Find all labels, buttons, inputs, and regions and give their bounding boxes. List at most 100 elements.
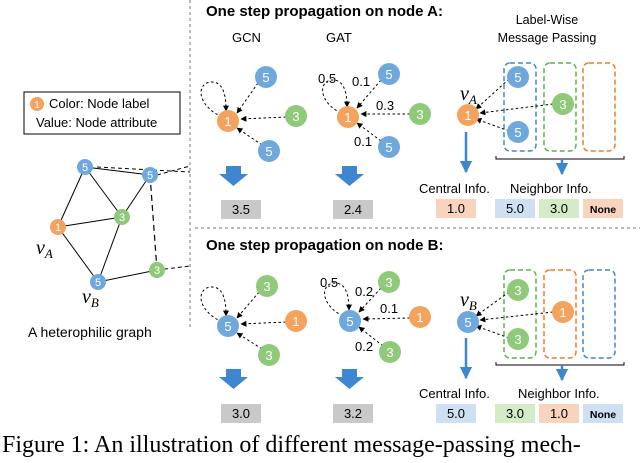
gcn-label: GCN (232, 30, 261, 45)
message-edge (358, 287, 382, 313)
message-edge (240, 320, 287, 327)
neighbor-info-label-b: Neighbor Info. (518, 386, 600, 401)
graph-edge (84, 166, 151, 176)
svg-text:1: 1 (344, 110, 351, 125)
gcn-result-a: 3.5 (232, 202, 250, 217)
gat-result-b: 3.2 (344, 406, 362, 421)
svg-text:5: 5 (82, 162, 88, 174)
svg-text:3: 3 (385, 275, 392, 290)
attention-weight: 0.5 (320, 275, 338, 290)
gat-graph-b: 3 1 3 5 0.5 0.2 0.1 0.2 (320, 271, 431, 363)
group-box-blue (582, 269, 616, 359)
center-node-label: vB (460, 289, 477, 313)
svg-text:5: 5 (385, 140, 392, 155)
graph-caption: A heterophilic graph (28, 324, 152, 340)
message-edge (475, 325, 510, 339)
svg-text:5: 5 (385, 67, 392, 82)
gcn-result-a-cell (221, 200, 261, 219)
central-info-b: 5.0 (447, 406, 465, 421)
message-edge (356, 122, 382, 142)
graph-edge (97, 269, 158, 283)
neighbor-node (552, 301, 574, 323)
lw-label-1: Label-Wise (516, 13, 579, 27)
gat-label: GAT (326, 30, 352, 45)
neighbor-node (507, 279, 529, 301)
neighbor-node (285, 310, 307, 332)
message-edge (475, 118, 510, 132)
graph-edge (57, 216, 123, 228)
svg-text:3: 3 (265, 348, 272, 363)
svg-text:3: 3 (559, 97, 566, 112)
down-arrow-icon (335, 166, 364, 186)
graph-edge (57, 166, 86, 228)
self-loop-edge (200, 286, 229, 323)
neighbor-node (552, 93, 574, 115)
self-loop-edge (322, 79, 350, 114)
attention-weight: 0.3 (376, 98, 394, 113)
legend: 1 Color: Node label Value: Node attribut… (23, 91, 181, 135)
self-loop-edge (200, 81, 229, 118)
graph-edge (84, 166, 123, 218)
group-box-green (543, 62, 577, 152)
neighbor-info-b-cell-0 (495, 404, 535, 423)
attention-weight: 0.1 (352, 74, 370, 89)
svg-text:5: 5 (346, 314, 353, 329)
neighbor-node (258, 140, 280, 162)
graph-edge-dashed (149, 174, 158, 271)
neighbor-node (409, 306, 431, 328)
neighbor-node (379, 341, 401, 363)
message-edge (356, 79, 382, 109)
gat-result-b-cell (333, 404, 373, 423)
gcn-graph-b: 3 1 3 5 (200, 275, 307, 366)
message-edge (236, 291, 260, 319)
down-arrow-icon (335, 369, 364, 389)
center-node (337, 106, 359, 128)
row-b-title: One step propagation on node B: (206, 237, 444, 254)
graph-edge-dashed (96, 166, 191, 173)
message-edge (358, 326, 384, 347)
heterophilic-graph: 5 5 3 1 5 3 vA vB A heterophilic graph (28, 159, 191, 340)
neighbor-info-a-cell-1 (539, 199, 579, 218)
svg-text:3: 3 (386, 345, 393, 360)
graph-node (77, 159, 93, 175)
central-info-a: 1.0 (447, 201, 465, 216)
neighbor-info-a-2: None (590, 204, 616, 216)
graph-edge-dashed (156, 265, 191, 271)
figure-caption: Figure 1: An illustration of different m… (2, 432, 581, 458)
svg-text:5: 5 (95, 277, 101, 289)
svg-text:5: 5 (262, 70, 269, 85)
legend-line-color: Color: Node label (49, 96, 150, 111)
graph-node (142, 167, 158, 183)
svg-text:1: 1 (292, 314, 299, 329)
neighbor-info-a-cell-2 (583, 199, 623, 218)
svg-text:5: 5 (265, 144, 272, 159)
center-node (339, 310, 361, 332)
neighbor-node (255, 66, 277, 88)
central-info-label-a: Central Info. (419, 181, 490, 196)
svg-text:3: 3 (292, 109, 299, 124)
neighbor-info-a-0: 5.0 (506, 201, 524, 216)
svg-text:3: 3 (514, 283, 521, 298)
svg-text:1: 1 (416, 310, 423, 325)
legend-box (23, 91, 181, 135)
neighbor-node (285, 105, 307, 127)
graph-node (149, 262, 165, 278)
message-edge (240, 115, 287, 122)
message-edge (475, 78, 510, 110)
gat-result-a: 2.4 (344, 202, 362, 217)
attention-weight: 0.2 (355, 284, 373, 299)
svg-text:1: 1 (464, 108, 471, 123)
svg-text:1: 1 (55, 222, 61, 234)
neighbor-node (378, 136, 400, 158)
label-wise-b: 3 1 3 5 vB (457, 269, 625, 382)
attention-weight: 0.1 (354, 134, 372, 149)
neighbor-bracket (495, 156, 625, 160)
graph-node (114, 209, 130, 225)
gat-graph-a: 5 3 5 1 0.5 0.1 0.3 0.1 (318, 63, 431, 158)
svg-text:5: 5 (224, 319, 231, 334)
neighbor-node (409, 103, 431, 125)
svg-text:1: 1 (559, 305, 566, 320)
message-edge (236, 127, 263, 146)
group-box-orange (582, 62, 616, 152)
svg-text:1: 1 (224, 114, 231, 129)
